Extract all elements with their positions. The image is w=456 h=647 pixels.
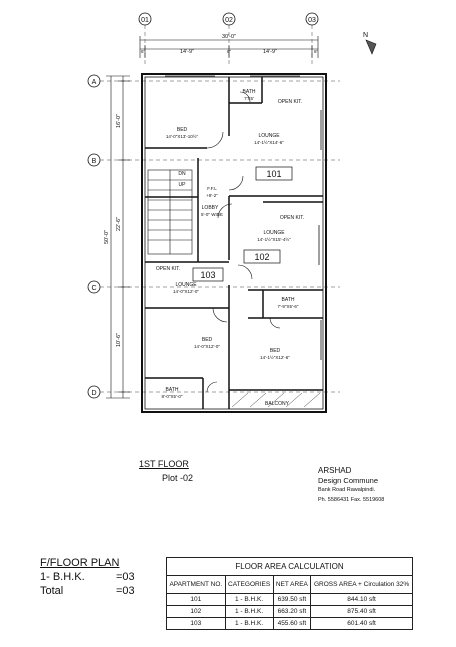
- room-balcony: BALCONY: [265, 401, 290, 407]
- room-lounge-103-size: 14'-0"X12'-0": [173, 289, 199, 294]
- room-kitchen-103: OPEN KIT.: [156, 266, 180, 272]
- grid-label-01: 01: [141, 17, 149, 24]
- room-lounge-102-size: 14'-1½"X15'-4½": [257, 236, 291, 242]
- door-swings: [206, 91, 281, 393]
- outer-walls: [141, 73, 327, 413]
- room-bath-103-name: BATH: [166, 387, 179, 393]
- room-kitchen-101: OPEN KIT.: [278, 99, 302, 105]
- column-header: APARTMENT NO.: [166, 575, 226, 594]
- table-cell: 1 - B.H.K.: [224, 593, 274, 606]
- architect-firm: Design Commune: [318, 476, 379, 485]
- dim-segment-c: 10'-6": [116, 333, 122, 347]
- summary-label: 1- B.H.K.: [40, 571, 85, 583]
- ffl-value: +8'-2": [206, 193, 218, 198]
- lobby-name: LOBBY: [202, 205, 219, 211]
- unit-summary: F/FLOOR PLAN 1- B.H.K. =03 Total =03: [40, 556, 135, 598]
- summary-title: F/FLOOR PLAN: [40, 557, 120, 569]
- column-header: GROSS AREA + Circulation 32%: [310, 575, 413, 594]
- staircase: [147, 169, 193, 255]
- tag-box-102: [243, 249, 281, 264]
- table-cell: 455.60 sft: [272, 617, 312, 630]
- room-bath-101-name: BATH: [243, 89, 256, 95]
- room-bath-103-size: 8'-0"X5'-0": [162, 394, 183, 399]
- column-header: NET AREA: [272, 575, 312, 594]
- dim-bay-2: 14'-9": [263, 49, 277, 55]
- room-bed-101-size: 14'-0"X13'-10½": [166, 133, 199, 139]
- room-bed-103-name: BED: [202, 337, 213, 343]
- room-bed-103-size: 14'-0"X12'-0": [194, 344, 220, 349]
- room-lounge-103-name: LOUNGE: [175, 282, 197, 288]
- architect-address: Bank Road Rawalpindi.: [318, 487, 376, 493]
- table-cell: 663.20 sft: [272, 605, 312, 618]
- room-kitchen-102: OPEN KIT.: [280, 215, 304, 221]
- room-lounge-102-name: LOUNGE: [263, 230, 285, 236]
- summary-row: 1- B.H.K. =03: [40, 570, 135, 584]
- top-dimension-lines: [139, 36, 319, 58]
- area-calculation-table: FLOOR AREA CALCULATION APARTMENT NO. CAT…: [166, 557, 413, 630]
- table-cell: 1 - B.H.K.: [224, 605, 274, 618]
- plot-label: Plot -02: [162, 473, 194, 483]
- stair-up-label: UP: [179, 182, 187, 188]
- dim-edge-3: 6": [314, 49, 319, 54]
- floor-plan-drawing: 01 02 03 A B C D N 30'-0" 14'-9" 14'-9" …: [87, 12, 377, 413]
- tag-box-101: [255, 166, 293, 181]
- apartment-tag-101: 101: [266, 169, 281, 179]
- tag-box-103: [192, 267, 224, 282]
- room-bath-102-size: 7'-9"X5'-6": [278, 304, 299, 309]
- room-bed-102-name: BED: [270, 348, 281, 354]
- table-cell: 639.50 sft: [272, 593, 312, 606]
- apartment-tag-103: 103: [200, 270, 215, 280]
- table-cell: 103: [166, 617, 226, 630]
- dim-overall-length: 50'-0": [104, 230, 110, 244]
- area-table-title: FLOOR AREA CALCULATION: [166, 557, 413, 576]
- table-cell: 1 - B.H.K.: [224, 617, 274, 630]
- summary-label: Total: [40, 585, 64, 597]
- dim-edge-1: 6": [141, 49, 146, 54]
- table-row: 103 1 - B.H.K. 455.60 sft 601.40 sft: [166, 617, 413, 630]
- floor-title: 1ST FLOOR: [139, 459, 189, 469]
- table-row: 102 1 - B.H.K. 663.20 sft 875.40 sft: [166, 605, 413, 618]
- north-label: N: [363, 32, 368, 39]
- grid-label-c: C: [91, 285, 96, 292]
- table-row: 101 1 - B.H.K. 639.50 sft 844.10 sft: [166, 593, 413, 606]
- table-cell: 102: [166, 605, 226, 618]
- architect-name: ARSHAD: [318, 466, 352, 475]
- room-bath-101-size: 7'X5': [244, 96, 254, 101]
- summary-row: Total =03: [40, 584, 135, 598]
- ffl-label: F.F.L: [207, 186, 217, 191]
- architect-contact: Ph. 5586431 Fax. 5519608: [318, 497, 385, 503]
- table-cell: 101: [166, 593, 226, 606]
- lobby-size: 5'-0" WIDE: [201, 212, 223, 217]
- table-cell: 844.10 sft: [310, 593, 413, 606]
- apartment-tag-102: 102: [254, 252, 269, 262]
- grid-label-02: 02: [225, 17, 233, 24]
- grid-label-03: 03: [308, 17, 316, 24]
- dim-segment-b: 22'-6": [116, 217, 122, 231]
- grid-label-a: A: [92, 79, 97, 86]
- table-cell: 601.40 sft: [310, 617, 413, 630]
- summary-value: =03: [116, 571, 135, 583]
- gridlines: [100, 25, 340, 393]
- dim-segment-a: 16'-0": [116, 114, 122, 128]
- room-bath-102-name: BATH: [282, 297, 295, 303]
- balcony-hatch: [231, 392, 321, 408]
- room-lounge-101-size: 14'-1½"X14'-6": [254, 139, 284, 145]
- dim-edge-2: 6": [227, 49, 232, 54]
- table-cell: 875.40 sft: [310, 605, 413, 618]
- left-dimension-lines: [106, 75, 130, 399]
- grid-label-b: B: [92, 158, 97, 165]
- dim-overall-width: 30'-0": [222, 34, 236, 40]
- interior-walls: [145, 77, 323, 409]
- dim-bay-1: 14'-9": [180, 49, 194, 55]
- grid-label-d: D: [91, 390, 96, 397]
- stair-down-label: DN: [178, 171, 186, 177]
- summary-value: =03: [116, 585, 135, 597]
- north-arrow-icon: [365, 39, 377, 55]
- windows: [165, 75, 322, 360]
- room-bed-102-size: 14'-1½"X12'-6": [260, 354, 290, 360]
- room-bed-101-name: BED: [177, 127, 188, 133]
- column-header: CATEGORIES: [224, 575, 274, 594]
- room-lounge-101-name: LOUNGE: [258, 133, 280, 139]
